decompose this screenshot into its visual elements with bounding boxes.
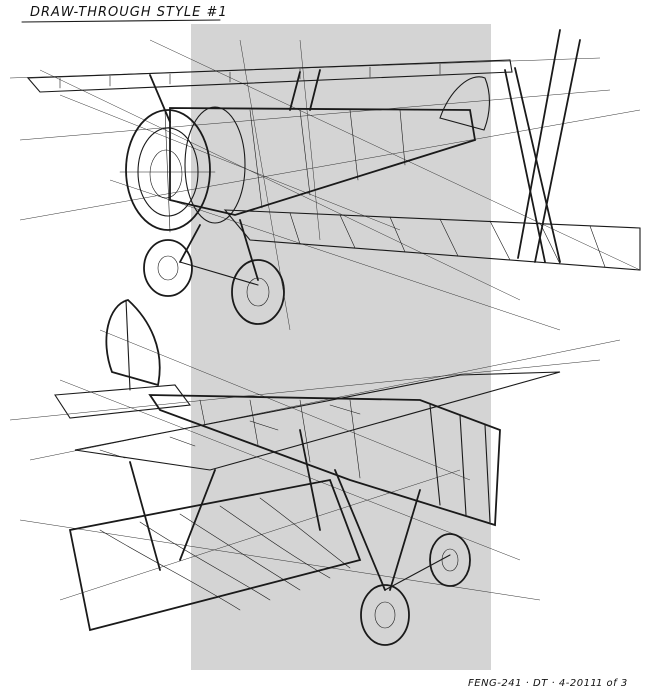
lower-airplane-sketch: [9, 299, 621, 646]
gray-backdrop-panel: [191, 24, 491, 670]
title-underline: [21, 19, 221, 23]
artist-signature: FENG-241 · DT · 4-2011: [468, 678, 597, 689]
sheet-title: DRAW-THROUGH STYLE #1: [30, 5, 228, 20]
upper-airplane-sketch: [9, 29, 641, 331]
page-indicator: 1 of 3: [596, 678, 628, 689]
